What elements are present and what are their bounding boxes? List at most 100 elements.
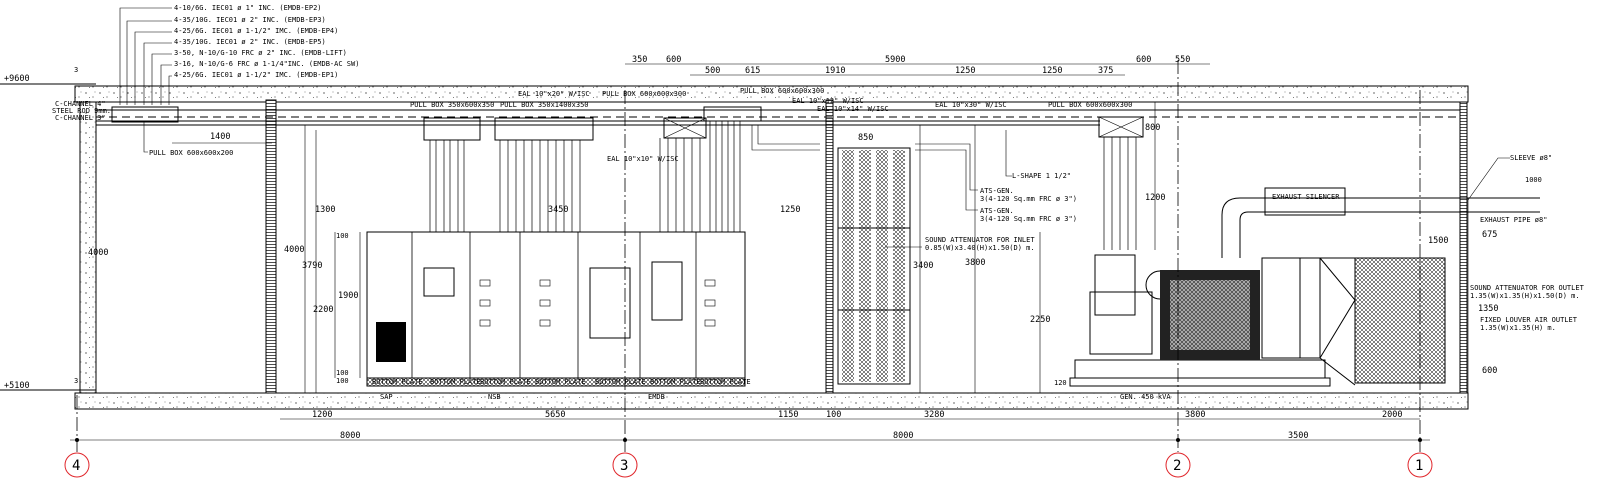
dimension: 800	[1145, 123, 1160, 133]
dimension: 675	[1482, 230, 1497, 240]
grid-lines	[76, 60, 1421, 452]
panel-vent	[376, 322, 406, 362]
dimension: 1400	[210, 132, 230, 142]
dimension: 1910	[825, 66, 845, 76]
feeder-labels: 4-10/6G. IEC01 ø 1" INC. (EMDB-EP2) 4-35…	[52, 4, 359, 157]
dimension: 3790	[302, 261, 322, 271]
dimension: 1250	[780, 205, 800, 215]
annotation: 0.85(W)x3.40(H)x1.50(D) m.	[925, 244, 1035, 252]
panel-label-sap: SAP	[380, 393, 393, 401]
bottom-dimensions: 1200 5650 1150 100 3280 3800 2000 8000 8…	[70, 410, 1430, 442]
inlet-sound-attenuator: SOUND ATTENUATOR FOR INLET 0.85(W)x3.40(…	[837, 147, 1035, 385]
dimension: 5900	[885, 55, 905, 65]
annotation: 3(4-120 Sq.mm FRC ø 3")	[980, 215, 1077, 223]
feeder-label: 4-10/6G. IEC01 ø 1" INC. (EMDB-EP2)	[174, 4, 322, 12]
dimension: 1350	[1478, 304, 1498, 314]
feeder-label: 3-50, N-10/G-10 FRC ø 2" INC. (EMDB-LIFT…	[174, 49, 347, 57]
dimension: 2000	[1382, 410, 1402, 420]
annotation: PULL BOX 600x600x200	[149, 149, 233, 157]
dimension: 3800	[965, 258, 985, 268]
annotation: EXHAUST PIPE ø8"	[1480, 216, 1547, 224]
annotation: EAL 10"x30" W/ISC	[935, 101, 1007, 109]
dimension: 1300	[315, 205, 335, 215]
dimension: 500	[705, 66, 720, 76]
bottom-plate-label: BOTTOM PLATE	[595, 378, 646, 386]
grid-label: 4	[72, 458, 80, 474]
bottom-plate-label: BOTTOM PLATE	[650, 378, 701, 386]
annotation: SOUND ATTENUATOR FOR INLET	[925, 236, 1035, 244]
dimension: 1250	[1042, 66, 1062, 76]
pull-box-left	[111, 106, 179, 123]
dimension: 1900	[338, 291, 358, 301]
annotation: ATS-GEN.	[980, 187, 1014, 195]
support-label: STEEL ROD 9mm.	[52, 107, 111, 115]
grid-bubble	[1165, 452, 1191, 478]
annotation: 1.35(W)x1.35(H)x1.50(D) m.	[1470, 292, 1580, 300]
dimension: 100	[336, 232, 349, 240]
grid-bubble	[612, 452, 638, 478]
feeder-label: 4-35/10G. IEC01 ø 2" INC. (EMDB-EP5)	[174, 38, 326, 46]
annotation: L-SHAPE 1 1/2"	[1012, 172, 1071, 180]
dimension: 4000	[284, 245, 304, 255]
dimension: 4000	[88, 248, 108, 258]
dimension: 615	[745, 66, 760, 76]
annotation: EAL 10"x12" W/ISC	[792, 97, 864, 105]
dimension: 120	[1054, 379, 1067, 387]
right-wall-ladder	[1459, 101, 1468, 394]
grid-bubble	[1407, 452, 1433, 478]
dimension: 1500	[1428, 236, 1448, 246]
interior-dimensions: 4000 4000 3790 2200 1900 3400 3800 2250 …	[88, 102, 1498, 393]
grid-dimension: 3500	[1288, 431, 1308, 441]
feeder-label: 4-35/10G. IEC01 ø 2" INC. (EMDB-EP3)	[174, 16, 326, 24]
annotation: FIXED LOUVER AIR OUTLET	[1480, 316, 1578, 324]
column-ladder-mid	[825, 99, 834, 394]
dimension: 350	[632, 55, 647, 65]
bottom-plate-label: BOTTOM PLATE	[372, 378, 423, 386]
level-top: +9600	[4, 74, 30, 84]
column-ladder-left	[265, 99, 277, 394]
dimension: 375	[1098, 66, 1113, 76]
panel-label-emdb: EMDB	[648, 393, 665, 401]
bottom-plate-label: BOTTOM PLATE	[700, 378, 751, 386]
grid-label: 1	[1415, 458, 1423, 474]
annotation: PULL BOX 600x600x300	[602, 90, 686, 98]
dimension: 5650	[545, 410, 565, 420]
grid-bubble	[64, 452, 90, 478]
annotation: PULL BOX 350x1400x350	[500, 101, 589, 109]
dimension: 850	[858, 133, 873, 143]
exhaust-system: EXHAUST SILENCER SLEEVE ø8" 1000 EXHAUST…	[1221, 154, 1585, 332]
top-dimensions: 350 600 5900 600 550 500 615 1910 1250 1…	[625, 55, 1210, 76]
support-label: C-CHANNEL 3"	[55, 114, 106, 122]
dimension: 1200	[312, 410, 332, 420]
dimension: 100	[826, 410, 841, 420]
bottom-plate-label: BOTTOM PLATE	[480, 378, 531, 386]
grid-bubbles: 4 3 2 1	[64, 452, 1433, 478]
dimension: 3450	[548, 205, 568, 215]
grid-label: 2	[1173, 458, 1181, 474]
level-tag-bottom: 3	[74, 377, 78, 385]
annotation: PULL BOX 600x600x300	[1048, 101, 1132, 109]
conduits: PULL BOX 350x600x350 PULL BOX 350x1400x3…	[410, 87, 1144, 250]
dimension: 1250	[955, 66, 975, 76]
generator-set: GEN. 450 kVA	[1069, 254, 1446, 401]
dimension: 1000	[1525, 176, 1542, 184]
feeder-label: 3-16, N-10/G-6 FRC ø 1-1/4"INC. (EMDB-AC…	[174, 60, 359, 68]
dimension: 600	[666, 55, 681, 65]
annotation: SLEEVE ø8"	[1510, 154, 1552, 162]
dimension: 1200	[1145, 193, 1165, 203]
grid-dimension: 8000	[893, 431, 913, 441]
annotation: ATS-GEN.	[980, 207, 1014, 215]
panel-label-nsb: NSB	[488, 393, 501, 401]
annotation: 1.35(W)x1.35(H) m.	[1480, 324, 1556, 332]
structure	[0, 83, 1469, 410]
dimension: 2200	[313, 305, 333, 315]
level-tag-top: 3	[74, 66, 78, 74]
dimension: 2250	[1030, 315, 1050, 325]
exhaust-silencer-label: EXHAUST SILENCER	[1272, 193, 1340, 201]
feeder-label: 4-25/6G. IEC01 ø 1-1/2" IMC. (EMDB-EP1)	[174, 71, 338, 79]
floor-slab	[74, 392, 1469, 410]
dimension: 550	[1175, 55, 1190, 65]
annotation: PULL BOX 350x600x350	[410, 101, 494, 109]
level-bottom: +5100	[4, 381, 30, 391]
